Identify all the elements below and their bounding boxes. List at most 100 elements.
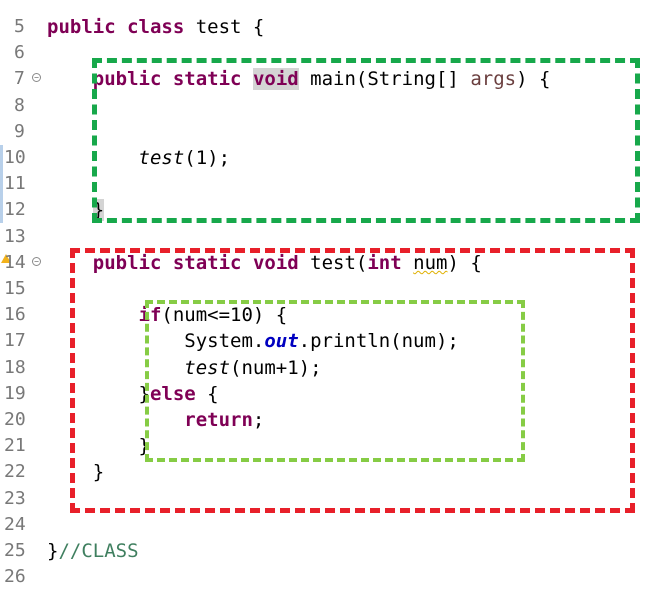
code-token xyxy=(47,147,139,169)
code-token: .println(num); xyxy=(298,330,459,353)
code-token: out xyxy=(264,330,299,353)
code-token: void xyxy=(252,251,299,274)
code-token: args xyxy=(470,68,517,91)
code-token: else xyxy=(149,382,196,405)
code-token: return xyxy=(184,409,253,431)
code-token: (num<=10) { xyxy=(161,304,288,327)
code-token: static xyxy=(172,251,242,274)
code-line[interactable]: 20 return; xyxy=(0,407,651,433)
line-number: 5 xyxy=(14,16,25,37)
fold-collapse-icon[interactable]: − xyxy=(32,73,41,83)
code-token: ) { xyxy=(516,68,551,91)
code-token xyxy=(47,304,139,326)
code-text: return; xyxy=(47,407,264,433)
line-number: 15 xyxy=(4,278,26,299)
code-token xyxy=(47,409,184,431)
code-line[interactable]: 23 xyxy=(0,486,651,512)
code-token: if xyxy=(138,304,162,327)
line-number: 17 xyxy=(4,330,26,352)
code-token xyxy=(161,252,172,274)
line-number: 11 xyxy=(4,173,26,195)
code-token: class xyxy=(127,16,185,38)
code-token xyxy=(47,357,184,379)
code-line[interactable]: 5 public class test { xyxy=(0,14,651,40)
code-token: public xyxy=(47,16,116,38)
code-token: } xyxy=(92,199,105,222)
code-token: ) { xyxy=(447,251,482,274)
line-number: 10 xyxy=(4,147,26,168)
line-number: 9 xyxy=(14,120,25,142)
code-token: } xyxy=(47,382,150,405)
code-token: //CLASS xyxy=(58,540,139,562)
code-token: (num+1); xyxy=(230,356,322,379)
code-line[interactable]: 24 xyxy=(0,512,651,538)
code-token xyxy=(402,252,413,274)
code-token: { xyxy=(195,382,219,405)
code-line[interactable]: 8 xyxy=(0,93,651,119)
code-line[interactable]: 14− public static void test(int num) { xyxy=(0,250,651,276)
code-text: } xyxy=(47,459,104,485)
line-number: 7 xyxy=(14,68,25,90)
code-token xyxy=(242,68,253,90)
change-marker xyxy=(0,171,3,198)
change-marker xyxy=(0,197,3,224)
code-line[interactable]: 16 if(num<=10) { xyxy=(0,302,651,328)
code-token xyxy=(47,68,93,90)
line-number: 18 xyxy=(4,356,26,378)
code-line[interactable]: 13 xyxy=(0,224,651,250)
code-token: test xyxy=(184,356,231,379)
code-line[interactable]: 9 xyxy=(0,119,651,145)
code-line[interactable]: 25}//CLASS xyxy=(0,538,651,564)
code-token: } xyxy=(47,461,105,484)
code-token xyxy=(47,199,93,221)
line-number: 13 xyxy=(4,225,26,247)
line-number: 21 xyxy=(4,435,26,457)
code-token: public xyxy=(92,251,162,274)
code-line[interactable]: 7− public static void main(String[] args… xyxy=(0,66,651,92)
code-line[interactable]: 15 xyxy=(0,276,651,302)
code-token: test( xyxy=(298,251,368,274)
code-text: }else { xyxy=(47,381,219,407)
code-text: } xyxy=(47,433,150,459)
line-number: 12 xyxy=(4,199,26,221)
line-number: 20 xyxy=(4,409,26,430)
code-token: } xyxy=(47,540,59,562)
code-token: num xyxy=(413,251,448,274)
code-line[interactable]: 26 xyxy=(0,564,651,590)
code-text: System.out.println(num); xyxy=(47,328,459,354)
code-line[interactable]: 6 xyxy=(0,40,651,66)
line-number: 19 xyxy=(4,382,26,404)
line-number: 6 xyxy=(14,42,25,64)
code-text: test(num+1); xyxy=(47,355,322,381)
code-line[interactable]: 12 } xyxy=(0,197,651,224)
line-number: 8 xyxy=(14,94,25,116)
code-line[interactable]: 21 } xyxy=(0,433,651,459)
code-text: } xyxy=(47,197,105,223)
code-text: public static void main(String[] args) { xyxy=(47,66,550,92)
code-line[interactable]: 10 test(1); xyxy=(0,145,651,171)
code-line[interactable]: 11 xyxy=(0,171,651,198)
code-token: static xyxy=(172,68,242,91)
code-line[interactable]: 19 }else { xyxy=(0,381,651,407)
code-token: test xyxy=(138,147,185,169)
code-text: test(1); xyxy=(47,145,231,171)
code-token xyxy=(161,68,172,90)
change-marker xyxy=(0,145,3,171)
code-token xyxy=(47,252,93,274)
code-token: test { xyxy=(184,16,265,38)
code-line[interactable]: 17 System.out.println(num); xyxy=(0,328,651,354)
line-number: 24 xyxy=(4,513,26,535)
fold-collapse-icon[interactable]: − xyxy=(32,256,41,266)
code-text: public static void test(int num) { xyxy=(47,250,482,276)
warning-icon xyxy=(1,253,11,263)
code-line[interactable]: 22 } xyxy=(0,459,651,485)
code-line[interactable]: 18 test(num+1); xyxy=(0,355,651,381)
line-number: 16 xyxy=(4,304,26,326)
line-number: 25 xyxy=(4,540,26,561)
code-token: System. xyxy=(47,330,265,353)
code-text: public class test { xyxy=(47,14,264,40)
code-token xyxy=(116,16,127,38)
line-number: 22 xyxy=(4,461,26,483)
code-token: (1); xyxy=(184,147,231,169)
code-token: public xyxy=(92,68,162,91)
